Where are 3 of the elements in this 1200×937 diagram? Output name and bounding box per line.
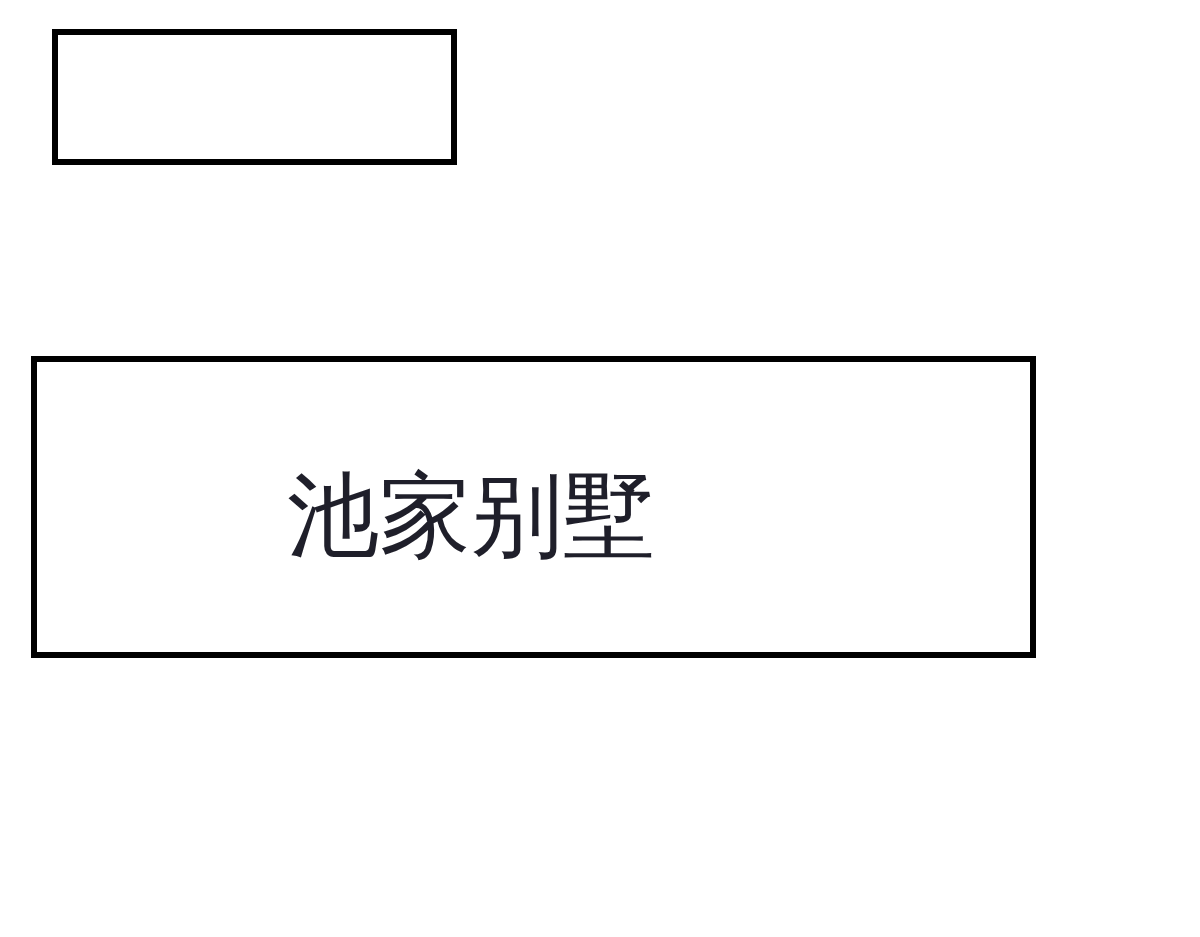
box-label: 池家别墅 [287,470,655,562]
label-box [31,356,1036,658]
empty-box [52,29,457,165]
